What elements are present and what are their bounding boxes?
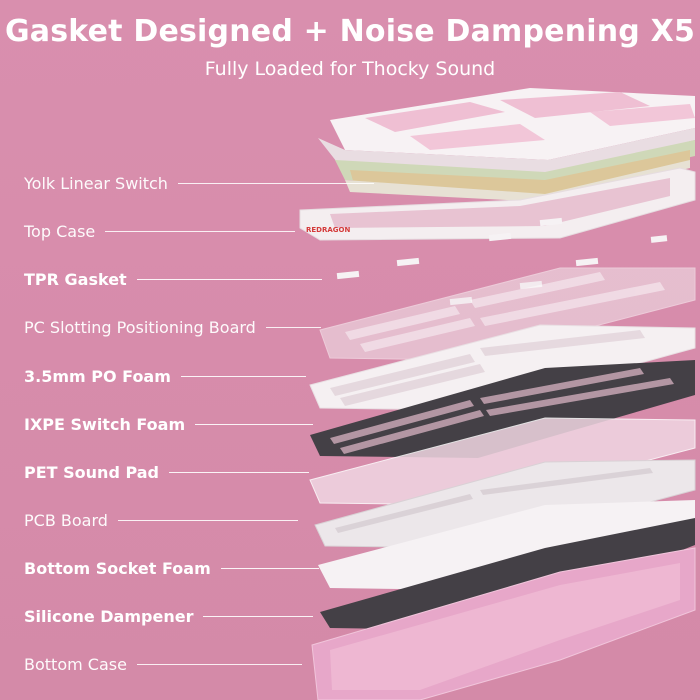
label-po-foam: 3.5mm PO Foam — [24, 365, 306, 387]
label-tpr-gasket: TPR Gasket — [24, 268, 322, 290]
leader-line — [265, 326, 321, 328]
layer-label-text: PCB Board — [24, 510, 108, 530]
label-top-case: Top Case — [24, 220, 296, 242]
pc-positioning-board — [319, 267, 696, 361]
layer-label-text: Silicone Dampener — [24, 606, 194, 626]
label-ixpe-switch-foam: IXPE Switch Foam — [24, 413, 314, 435]
layer-label-text: Yolk Linear Switch — [24, 173, 168, 193]
label-bottom-socket-foam: Bottom Socket Foam — [24, 557, 319, 579]
layer-label-text: Top Case — [24, 221, 96, 241]
label-pc-positioning-board: PC Slotting Positioning Board — [24, 316, 321, 338]
leader-line — [180, 375, 306, 377]
label-yolk-linear-switch: Yolk Linear Switch — [24, 172, 374, 194]
leader-line — [169, 471, 310, 473]
switch-layer — [335, 140, 695, 202]
label-pcb-board: PCB Board — [24, 509, 298, 531]
leader-line — [203, 615, 314, 617]
ixpe-switch-foam — [310, 360, 695, 458]
keycaps-layer — [318, 88, 695, 176]
bottom-case — [311, 547, 696, 700]
leader-line — [177, 182, 374, 184]
layer-label-text: Bottom Socket Foam — [24, 558, 211, 578]
pet-sound-pad — [309, 417, 696, 506]
bottom-socket-foam — [318, 500, 695, 590]
brand-logo: REDRAGON — [306, 226, 350, 234]
po-foam — [309, 324, 696, 411]
silicone-dampener — [320, 518, 695, 630]
page-title: Gasket Designed + Noise Dampening X5 — [4, 14, 696, 49]
pcb-board — [314, 459, 696, 549]
layer-label-text: PC Slotting Positioning Board — [24, 317, 256, 337]
layer-label-text: IXPE Switch Foam — [24, 414, 186, 434]
label-pet-sound-pad: PET Sound Pad — [24, 461, 310, 483]
layer-label-text: Bottom Case — [24, 654, 127, 674]
page-subtitle: Fully Loaded for Thocky Sound — [204, 58, 496, 80]
label-silicone-dampener: Silicone Dampener — [24, 605, 314, 627]
leader-line — [220, 567, 319, 569]
layer-label-text: 3.5mm PO Foam — [24, 366, 171, 386]
leader-line — [105, 230, 296, 232]
leader-line — [117, 519, 298, 521]
top-case: REDRAGON — [299, 167, 696, 241]
layer-label-text: TPR Gasket — [24, 269, 127, 289]
leader-line — [195, 423, 314, 425]
leader-line — [136, 278, 322, 280]
label-bottom-case: Bottom Case — [24, 653, 302, 675]
leader-line — [136, 663, 302, 665]
layer-label-text: PET Sound Pad — [24, 462, 160, 482]
